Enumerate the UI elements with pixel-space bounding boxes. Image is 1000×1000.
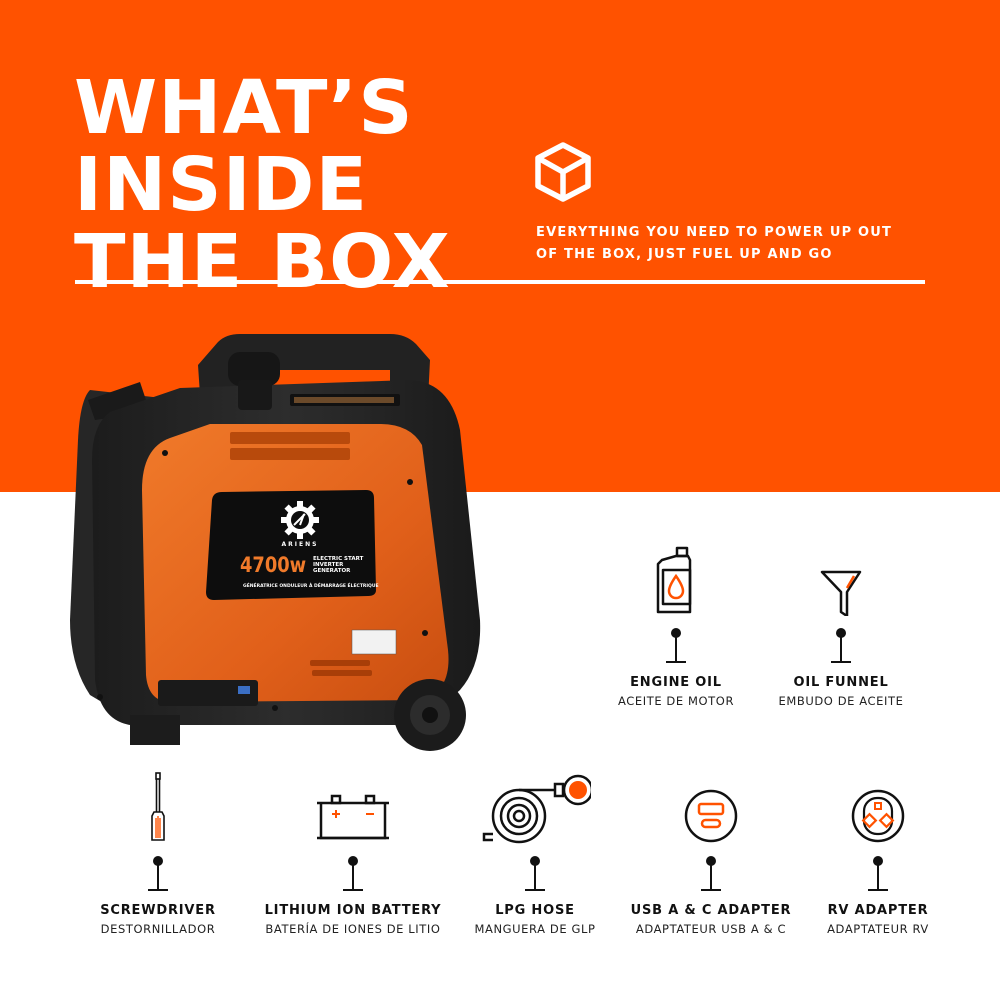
pin-icon xyxy=(831,628,851,663)
screwdriver-icon xyxy=(151,772,165,841)
item-name: ENGINE OIL xyxy=(630,675,722,690)
divider xyxy=(75,280,925,284)
pin-icon xyxy=(343,856,363,891)
rv-adapter-icon xyxy=(851,789,905,843)
item-lpg-hose: LPG HOSE MANGUERA DE GLP xyxy=(435,772,635,936)
item-subtitle: ADAPTATEUR USB A & C xyxy=(635,922,787,936)
oil-bottle-icon xyxy=(656,546,692,614)
tagline-line-2: OF THE BOX, JUST FUEL UP AND GO xyxy=(536,247,833,262)
generator-image xyxy=(70,334,481,751)
item-name: LITHIUM ION BATTERY xyxy=(264,903,442,918)
pin-icon xyxy=(148,856,168,891)
pin-icon xyxy=(868,856,888,891)
item-name: OIL FUNNEL xyxy=(793,675,889,690)
generator-wattage: 4700w xyxy=(240,553,307,577)
title-line-1: WHAT’S xyxy=(74,65,414,151)
item-screwdriver: SCREWDRIVER DESTORNILLADOR xyxy=(58,772,258,936)
generator-brand: ARIENS xyxy=(281,541,319,548)
tagline: EVERYTHING YOU NEED TO POWER UP OUT OF T… xyxy=(536,222,916,266)
usb-adapter-icon xyxy=(684,789,738,843)
item-oil-funnel: OIL FUNNEL EMBUDO DE ACEITE xyxy=(741,546,941,708)
item-rv-adapter: RV ADAPTER ADAPTATEUR RV xyxy=(778,772,978,936)
item-subtitle: ACEITE DE MOTOR xyxy=(617,694,735,708)
desc-line-1: ELECTRIC START xyxy=(313,556,364,562)
funnel-icon xyxy=(820,570,862,618)
desc-line-3: GENERATOR xyxy=(313,568,351,574)
item-usb-adapter: USB A & C ADAPTER ADAPTATEUR USB A & C xyxy=(611,772,811,936)
item-subtitle: BATERÍA DE IONES DE LITIO xyxy=(265,922,441,936)
pin-icon xyxy=(525,856,545,891)
item-name: USB A & C ADAPTER xyxy=(630,903,792,918)
box-icon xyxy=(535,142,591,202)
item-engine-oil: ENGINE OIL ACEITE DE MOTOR xyxy=(576,546,776,708)
item-subtitle: EMBUDO DE ACEITE xyxy=(778,694,904,708)
item-name: RV ADAPTER xyxy=(827,903,929,918)
item-subtitle: DESTORNILLADOR xyxy=(100,922,216,936)
title-line-3: THE BOX xyxy=(74,219,451,305)
title-line-2: INSIDE xyxy=(74,142,369,228)
pin-icon xyxy=(701,856,721,891)
item-subtitle: ADAPTATEUR RV xyxy=(827,922,929,936)
item-lithium-ion-battery: LITHIUM ION BATTERY BATERÍA DE IONES DE … xyxy=(253,772,453,936)
battery-icon xyxy=(317,794,389,840)
item-name: LPG HOSE xyxy=(495,903,575,918)
page-title: WHAT’S INSIDE THE BOX xyxy=(74,70,450,301)
generator-description: ELECTRIC START INVERTER GENERATOR xyxy=(313,556,363,574)
pin-icon xyxy=(666,628,686,663)
desc-line-2: INVERTER xyxy=(313,562,344,568)
item-name: SCREWDRIVER xyxy=(100,903,216,918)
tagline-line-1: EVERYTHING YOU NEED TO POWER UP OUT xyxy=(536,225,893,240)
generator-french-description: GÉNÉRATRICE ONDULEUR À DÉMARRAGE ÉLECTRI… xyxy=(243,584,379,589)
item-subtitle: MANGUERA DE GLP xyxy=(474,922,596,936)
hose-icon xyxy=(482,774,594,844)
